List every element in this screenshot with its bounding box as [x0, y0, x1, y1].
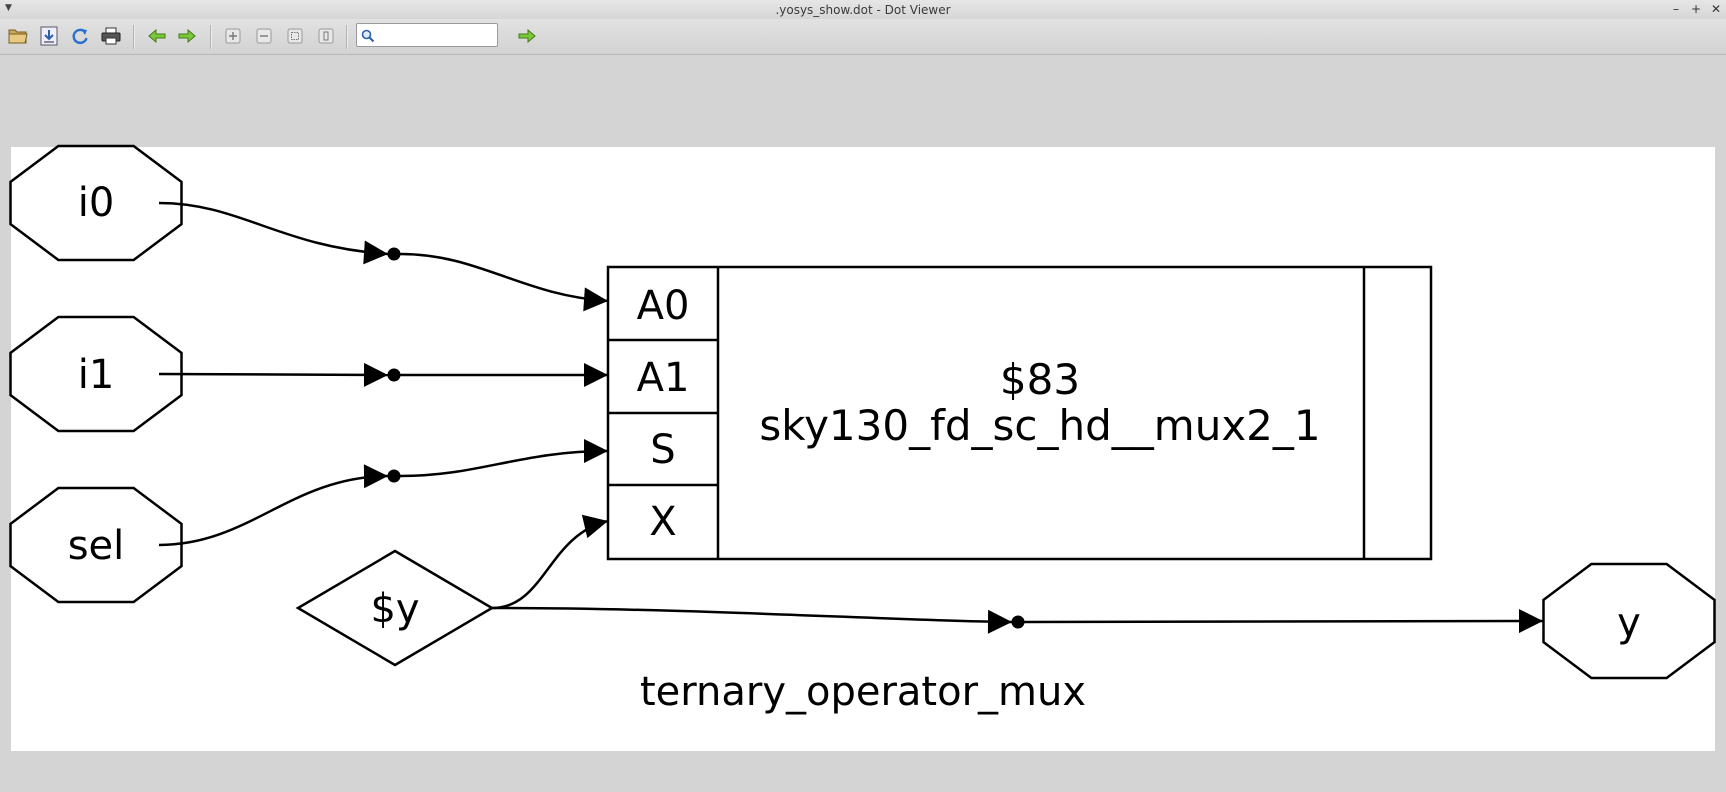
search-box[interactable] [356, 23, 498, 47]
edge-i0-junction [158, 201, 389, 265]
edge-junction-s [399, 439, 609, 478]
edge-i1-junction [158, 362, 389, 387]
cell-type: sky130_fd_sc_hd__mux2_1 [759, 401, 1320, 450]
close-button[interactable]: ✕ [1710, 2, 1722, 16]
wire-label-y: $y [370, 586, 419, 632]
module-name: ternary_operator_mux [640, 669, 1086, 715]
output-label-y: y [1617, 600, 1641, 646]
junction-i0 [387, 247, 401, 261]
maximize-button[interactable]: + [1690, 2, 1702, 16]
search-icon [361, 28, 375, 47]
open-icon[interactable] [7, 25, 29, 47]
edge-sel-junction [158, 464, 389, 547]
search-input[interactable] [379, 26, 493, 44]
input-label-i1: i1 [78, 352, 115, 398]
input-port-i0[interactable]: i0 [9, 144, 183, 262]
toolbar [0, 19, 1726, 55]
edge-y-x [491, 514, 609, 610]
zoom-out-icon[interactable] [253, 25, 275, 47]
input-port-i1[interactable]: i1 [9, 315, 183, 433]
junction-i1 [387, 368, 401, 382]
input-label-sel: sel [68, 523, 125, 569]
input-label-i0: i0 [78, 180, 115, 226]
find-next-icon[interactable] [516, 25, 538, 47]
edge-junction-a0 [399, 252, 609, 312]
port-a1: A1 [637, 355, 690, 401]
junction-sel [387, 469, 401, 483]
port-a0: A0 [637, 283, 690, 329]
back-icon[interactable] [146, 25, 168, 47]
input-port-sel[interactable]: sel [9, 486, 183, 604]
minimize-button[interactable]: – [1673, 2, 1679, 16]
title-bar: ▼ .yosys_show.dot - Dot Viewer – + ✕ [0, 0, 1726, 19]
port-s: S [650, 427, 675, 473]
port-x: X [649, 499, 676, 545]
toolbar-separator [346, 25, 348, 49]
forward-icon[interactable] [176, 25, 198, 47]
window-menu-icon[interactable]: ▼ [5, 3, 12, 13]
output-port-y[interactable]: y [1542, 562, 1716, 680]
wire-node-y[interactable]: $y [295, 549, 495, 667]
window-title: .yosys_show.dot - Dot Viewer [775, 3, 951, 17]
edge-y-junction [491, 606, 1013, 634]
reload-icon[interactable] [69, 25, 91, 47]
toolbar-separator [133, 25, 135, 49]
edge-junction-output [1023, 609, 1544, 634]
cell-id: $83 [1000, 355, 1080, 404]
zoom-fit-icon[interactable] [284, 25, 306, 47]
toolbar-separator [210, 25, 212, 49]
save-icon[interactable] [38, 25, 60, 47]
junction-y [1011, 615, 1025, 629]
print-icon[interactable] [100, 25, 122, 47]
zoom-in-icon[interactable] [222, 25, 244, 47]
zoom-100-icon[interactable] [315, 25, 337, 47]
